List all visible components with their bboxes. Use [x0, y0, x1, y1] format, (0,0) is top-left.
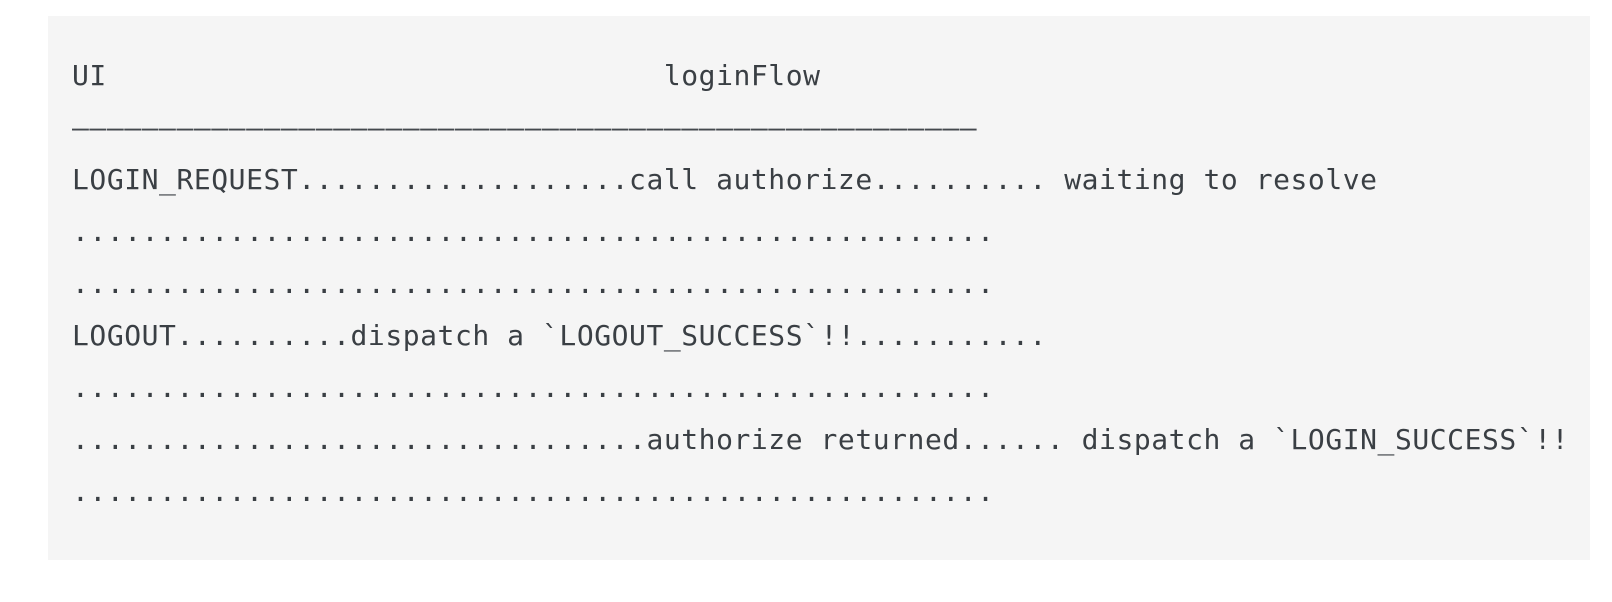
code-line-logout: LOGOUT..........dispatch a `LOGOUT_SUCCE…: [72, 319, 1047, 352]
code-line-header: UI loginFlow: [72, 59, 821, 92]
code-line-separator: ————————————————————————————————————————…: [72, 111, 978, 144]
code-line-login-request: LOGIN_REQUEST...................call aut…: [72, 163, 1378, 196]
code-block: UI loginFlow ————————————————————————————…: [48, 16, 1590, 560]
code-line-filler-2: ........................................…: [72, 267, 995, 300]
code-line-authorize-returned: .................................authori…: [72, 423, 1570, 456]
code-line-filler-1: ........................................…: [72, 215, 995, 248]
code-line-filler-3: ........................................…: [72, 371, 995, 404]
code-line-filler-4: ........................................…: [72, 475, 995, 508]
code-block-content: UI loginFlow ————————————————————————————…: [72, 50, 1590, 518]
